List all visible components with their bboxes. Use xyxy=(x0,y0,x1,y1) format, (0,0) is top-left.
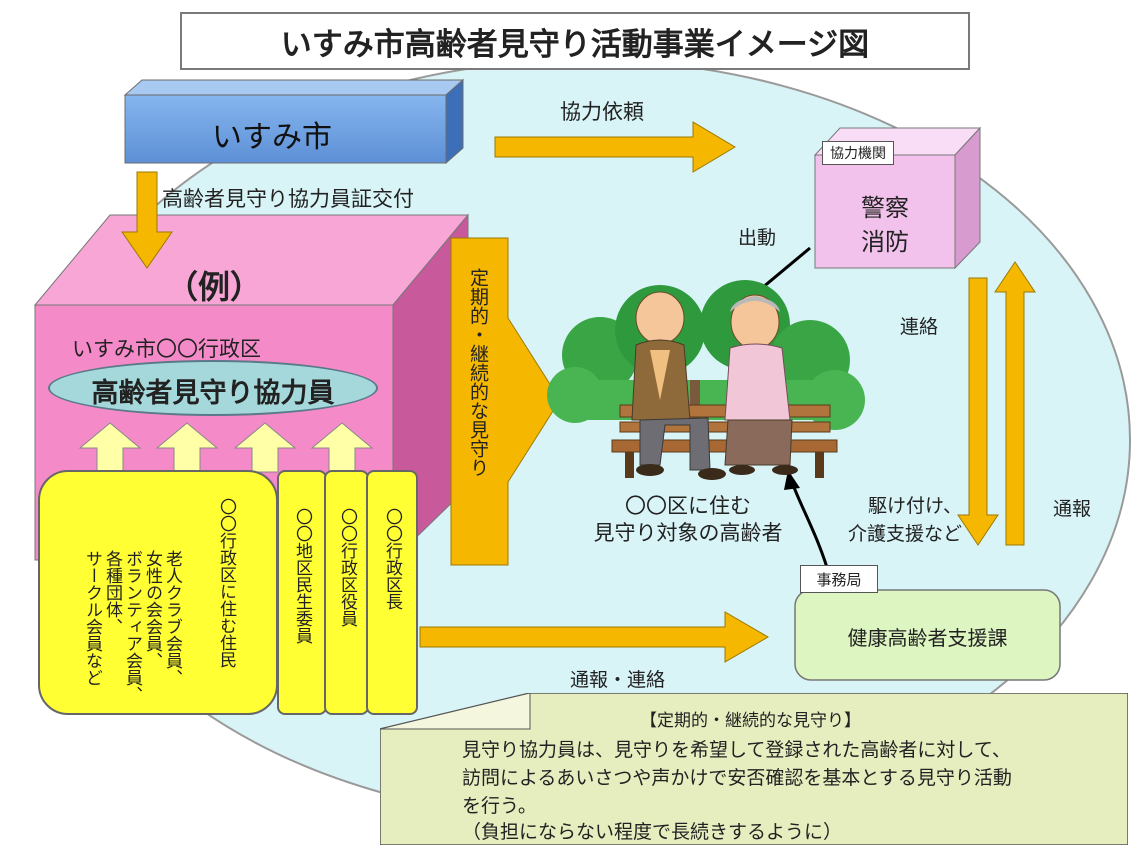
partner-line2: 消防 xyxy=(861,228,909,256)
example-label: （例） xyxy=(166,268,263,306)
note-line-1: 見守り協力員は、見守りを希望して登録された高齢者に対して、 xyxy=(462,739,1011,761)
city-label: いすみ市 xyxy=(212,120,332,155)
district-label: いすみ市〇〇行政区 xyxy=(72,337,261,361)
chief-column xyxy=(366,470,418,715)
note-line-3: を行う。 xyxy=(462,795,537,817)
contact-label: 連絡 xyxy=(900,316,939,338)
rush-label-2: 介護支援など xyxy=(848,523,963,545)
office-tag-label: 事務局 xyxy=(816,571,862,589)
residents-column-label: 〇〇行政区に住む住民 xyxy=(216,498,236,668)
arrow-request xyxy=(494,121,736,173)
groups-label-5: サークル会員など xyxy=(82,550,102,686)
office-tag xyxy=(800,565,878,593)
groups-label-3: ボランティア会員、 xyxy=(122,550,142,703)
partner-box xyxy=(813,126,982,270)
request-label: 協力依頼 xyxy=(560,100,644,124)
rush-label-1: 駆け付け、 xyxy=(868,495,963,517)
page-title: いすみ市高齢者見守り活動事業イメージ図 xyxy=(180,12,970,70)
arrow-report-up xyxy=(994,261,1036,546)
note-line-2: 訪問によるあいさつや声かけで安否確認を基本とする見守り活動 xyxy=(462,767,1012,789)
card-issue-label: 高齢者見守り協力員証交付 xyxy=(162,187,414,211)
city-box xyxy=(123,78,465,165)
note-heading: 【定期的・継続的な見守り】 xyxy=(640,711,861,731)
partner-tag-label: 協力機関 xyxy=(830,146,886,162)
officer-column-label: 〇〇行政区役員 xyxy=(337,508,357,627)
volunteer-ellipse xyxy=(48,360,378,416)
note-box xyxy=(380,693,1128,845)
residents-column xyxy=(38,470,278,715)
partner-line1: 警察 xyxy=(861,194,909,222)
arrow-contact-down xyxy=(957,277,999,546)
dispatch-label: 出動 xyxy=(738,227,777,249)
arrow-report-contact xyxy=(419,611,769,663)
note-line-4: （負担にならない程度で長続きするように） xyxy=(462,821,843,843)
groups-label-1: 老人クラブ会員、 xyxy=(162,550,182,686)
partner-tag xyxy=(822,141,894,165)
office-box xyxy=(794,589,1061,681)
report-contact-label: 通報・連絡 xyxy=(570,669,666,691)
chief-column-label: 〇〇行政区長 xyxy=(382,508,402,610)
volunteer-label: 高齢者見守り協力員 xyxy=(91,378,335,409)
down-arrow-card-issue xyxy=(121,171,173,269)
groups-label-4: 各種団体、 xyxy=(102,550,122,635)
groups-column-labels: 老人クラブ会員、 女性の会会員、 ボランティア会員、 各種団体、 サークル会員な… xyxy=(82,550,182,710)
welfare-column-label: 〇〇地区民生委員 xyxy=(292,508,312,644)
elderly-label-2: 見守り対象の高齢者 xyxy=(593,521,783,545)
officer-column xyxy=(324,470,369,715)
up-arrows xyxy=(78,422,374,473)
elderly-couple-illustration xyxy=(547,280,865,480)
arrow-regular-watch xyxy=(450,237,561,566)
report-label: 通報 xyxy=(1053,498,1092,520)
elderly-label-1: 〇〇区に住む xyxy=(625,494,751,518)
groups-label-2: 女性の会会員、 xyxy=(142,550,162,669)
office-name: 健康高齢者支援課 xyxy=(847,626,1008,650)
regular-watch-label: 定期的・継続的な見守り xyxy=(467,268,489,477)
